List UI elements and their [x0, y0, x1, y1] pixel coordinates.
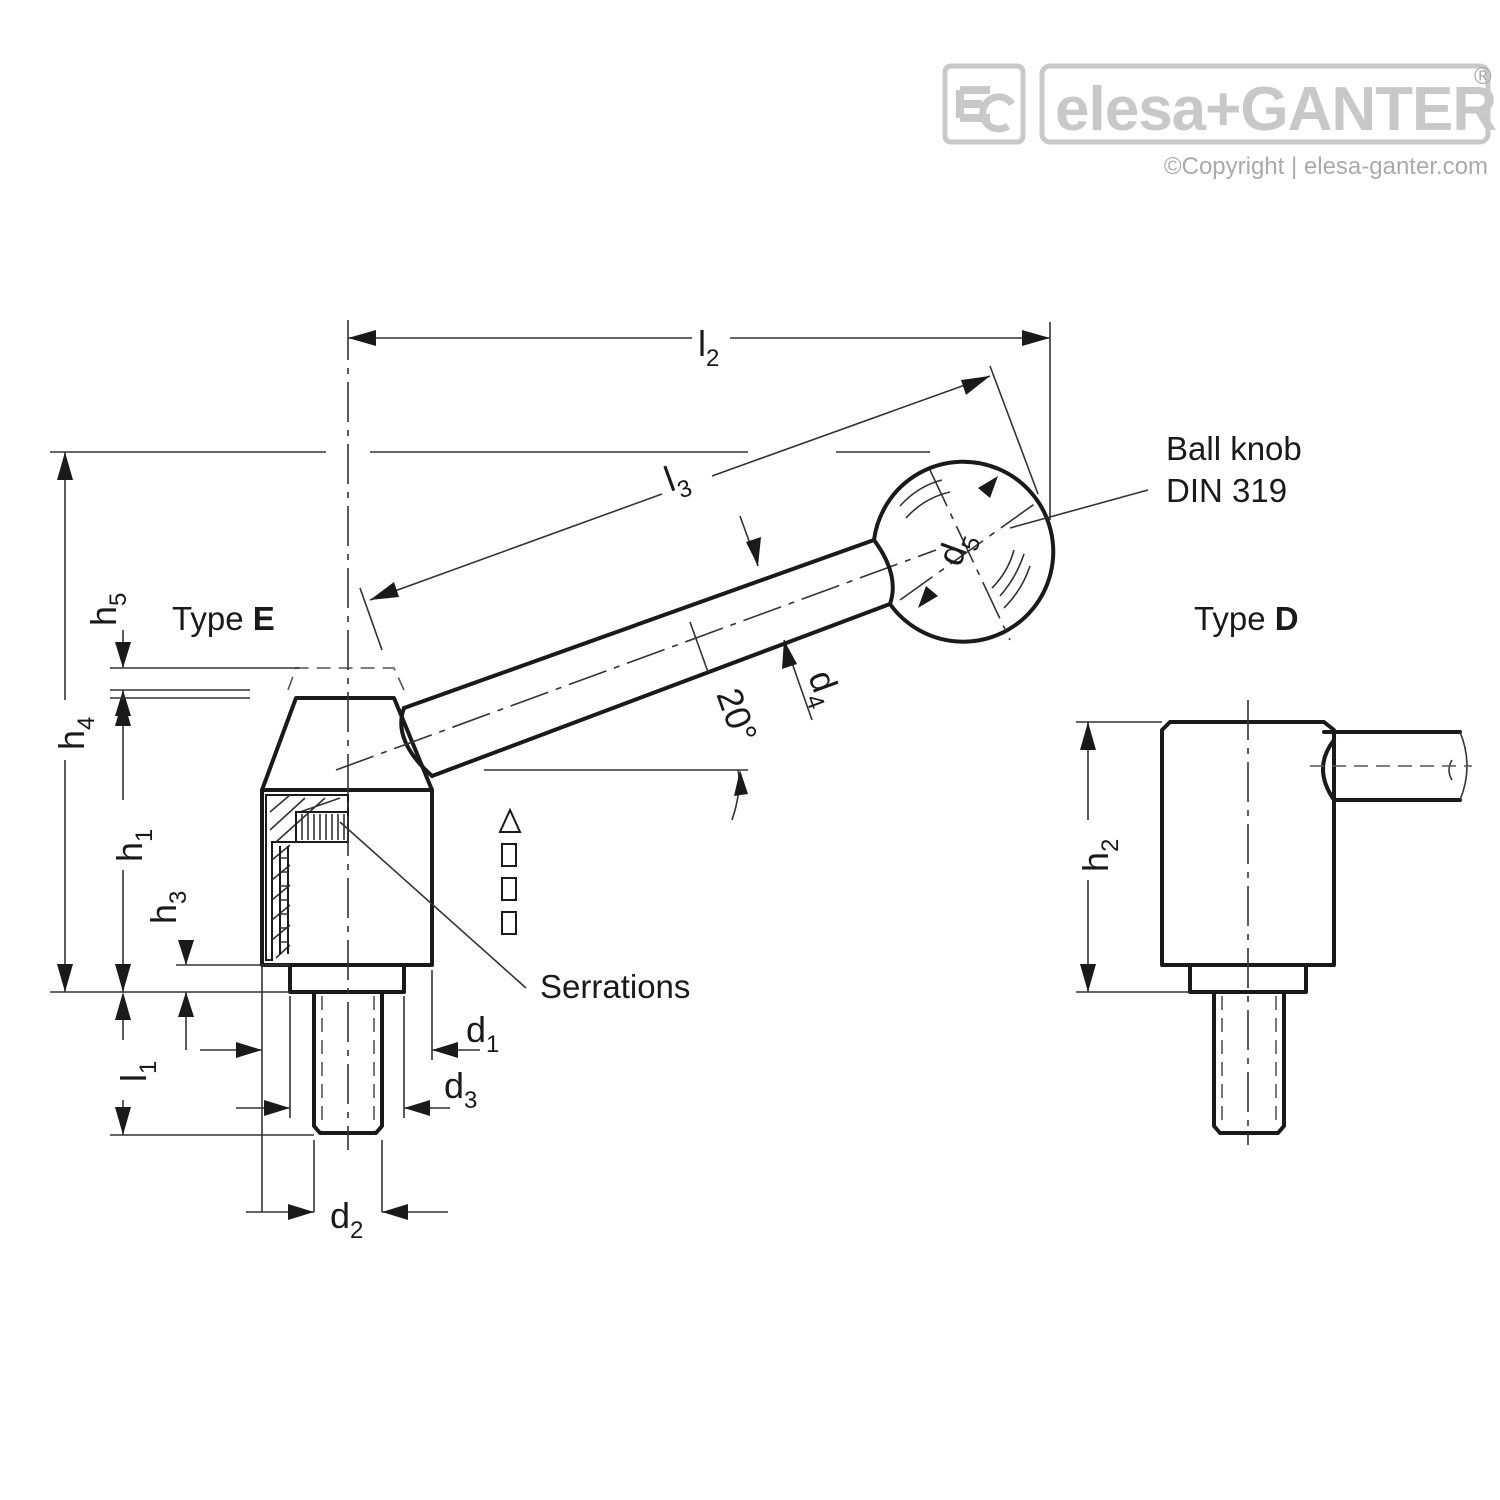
serrations-label: Serrations [540, 968, 690, 1005]
ball-knob-leader [1009, 489, 1149, 529]
type-d-thread-root [1221, 996, 1277, 1126]
serration-section [265, 794, 349, 961]
type-d-lever-stub [1322, 730, 1462, 802]
logo-word-frame [1039, 63, 1491, 145]
dim-l2: l2 [698, 323, 719, 372]
hub-body [260, 788, 434, 967]
ball-knob [872, 459, 1056, 644]
lever-lift-phantom [287, 667, 405, 691]
dim-h3: h3 [143, 891, 192, 924]
hub-collar [288, 963, 406, 994]
type-d-threaded-stud [1212, 990, 1286, 1135]
serrations-leader [339, 821, 527, 989]
brand-name: elesa+GANTER [1055, 75, 1496, 144]
copyright-notice: ©Copyright | elesa-ganter.com [1164, 153, 1488, 180]
text-labels: Type E Type D Ball knob DIN 319 Serratio… [51, 323, 1302, 1244]
type-d-view [1076, 700, 1472, 1145]
type-e-view [260, 320, 1149, 1150]
dim-d2: d2 [330, 1195, 363, 1244]
dim-h5: h5 [83, 593, 132, 626]
lever-centre-line [335, 549, 937, 771]
dim-h1: h1 [109, 829, 158, 862]
dim-d1: d1 [466, 1009, 499, 1058]
dim-h2: h2 [1075, 839, 1124, 872]
type-d-collar [1188, 963, 1308, 994]
dim-h4: h4 [51, 717, 100, 750]
dim-d3: d3 [444, 1065, 477, 1114]
brand-logo: elesa+GANTER ® ©Copyright | elesa-ganter… [942, 63, 1497, 180]
ball-knob-label-line2: DIN 319 [1166, 472, 1287, 509]
logo-mark-frame [942, 63, 1026, 145]
type-e-label: Type E [172, 600, 275, 637]
dim-l1: l1 [113, 1061, 162, 1082]
lever-arm [335, 538, 937, 778]
logo-mark-icon [956, 86, 1015, 133]
dim-l3: l3 [659, 454, 696, 507]
dim-d5: d5 [929, 525, 986, 573]
type-d-lever-fillet [1321, 738, 1336, 802]
up-arrow-icon [498, 807, 522, 935]
registered-mark: ® [1474, 63, 1492, 90]
type-d-label: Type D [1194, 600, 1299, 637]
angle-label: 20° [708, 683, 765, 748]
dimension-lines [50, 322, 1051, 1220]
ball-knob-label-line1: Ball knob [1166, 430, 1302, 467]
